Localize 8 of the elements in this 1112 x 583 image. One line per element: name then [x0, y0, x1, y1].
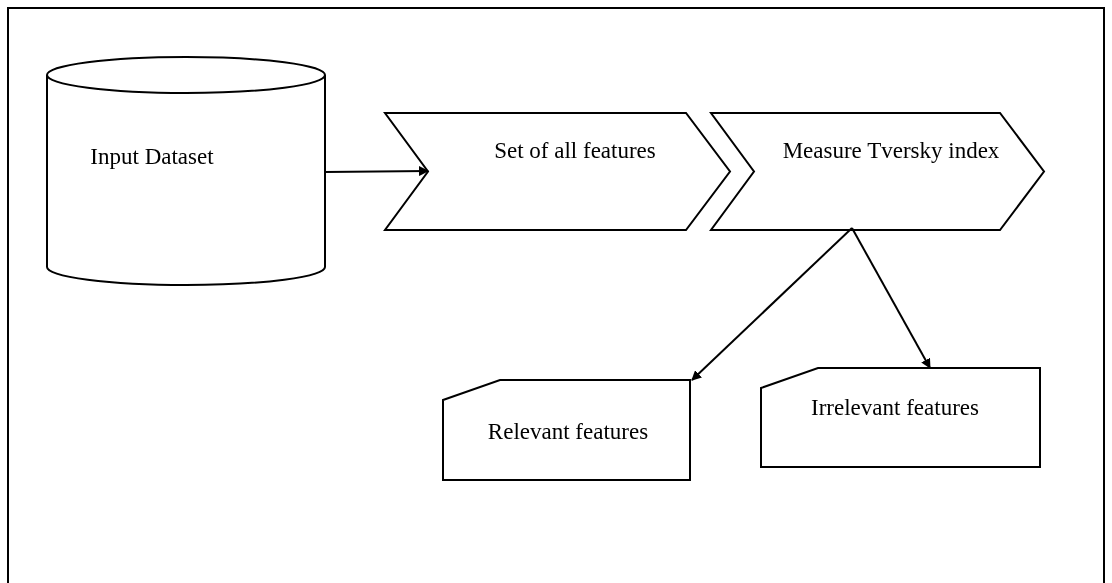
arrow [691, 227, 853, 381]
node-label: Measure Tversky index [781, 137, 1001, 165]
node-label: Input Dataset [89, 143, 215, 171]
node-label: Set of all features [493, 137, 657, 165]
node-label: Relevant features [486, 418, 650, 446]
arrow [324, 166, 429, 177]
node-label: Irrelevant features [810, 394, 980, 422]
arrow [851, 227, 931, 369]
